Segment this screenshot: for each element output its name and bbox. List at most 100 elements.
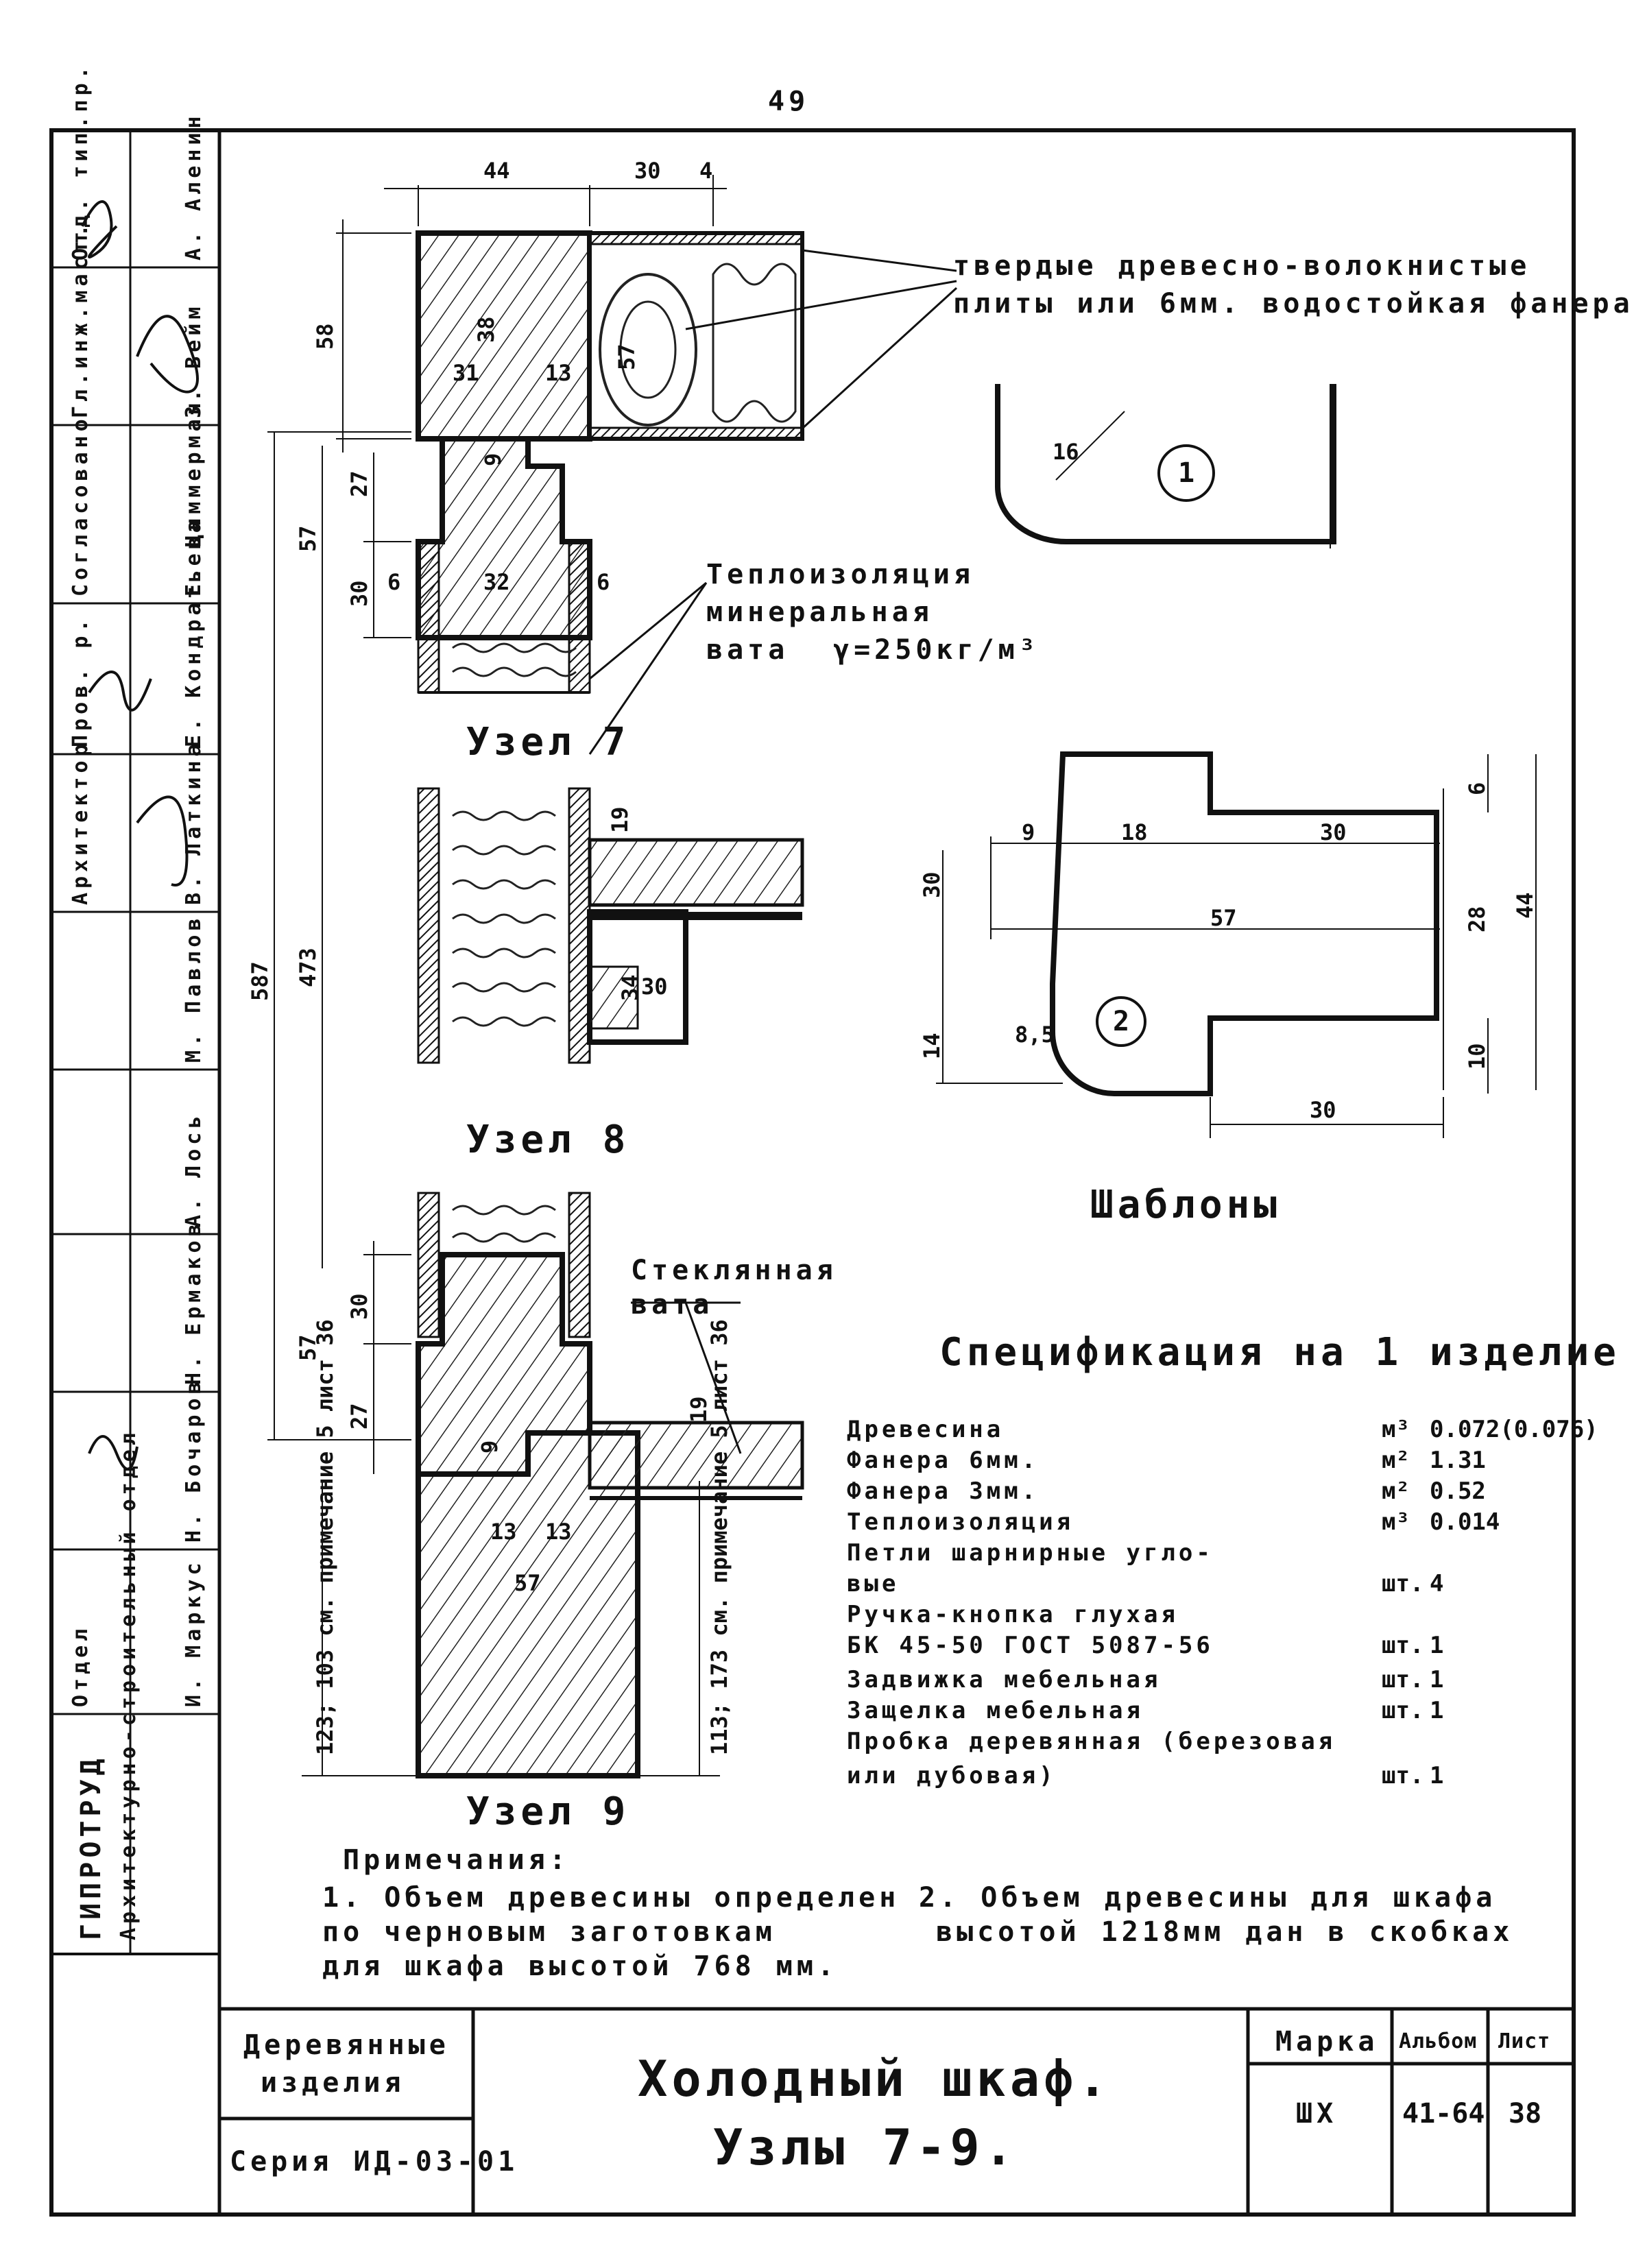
strip-name-1: А. Аленин: [182, 112, 206, 261]
title-block-lines: [219, 2007, 1574, 2215]
stamp-sheet-value: 38: [1509, 2098, 1542, 2130]
strip-name-10: И. Маркус: [182, 1558, 206, 1707]
spec-row: Пробка деревянная (березовая: [847, 1728, 1336, 1755]
dim-n9-13b: 13: [545, 1519, 572, 1545]
dim-n8-19: 19: [607, 806, 633, 833]
dim-t2-9: 9: [1022, 819, 1035, 845]
note-2-line-1: 2. Объем древесины для шкафа: [919, 1882, 1497, 1914]
dim-n9-right-note: 113; 173 см. примечание 5 лист 36: [706, 1319, 732, 1755]
node9-label: Узел 9: [466, 1789, 630, 1834]
glass-wool-callout-1: Стеклянная: [631, 1255, 837, 1286]
signature-scribbles: [81, 200, 199, 1471]
strip-name-9: Н. Бочаров: [182, 1377, 206, 1543]
strip-role-2: Гл.инж.маст.: [69, 220, 93, 418]
node9-section: [302, 1192, 804, 1778]
dim-t2-30a: 30: [1320, 819, 1347, 845]
note-2-line-2: высотой 1218мм дан в скобках: [936, 1916, 1514, 1948]
dim-n8-34: 34: [617, 974, 643, 1001]
dim-n7-13: 13: [545, 360, 572, 386]
node7-label: Узел 7: [466, 720, 630, 764]
dim-n7-58: 58: [312, 323, 338, 350]
dim-n9-13a: 13: [490, 1519, 517, 1545]
strip-name-6: М. Павлов: [182, 914, 206, 1063]
stamp-mark-value: ШХ: [1296, 2098, 1338, 2130]
dim-n7-38: 38: [473, 316, 499, 343]
dim-t2-44: 44: [1512, 892, 1538, 919]
dim-n7-30b: 30: [346, 580, 372, 607]
dim-n7-44: 44: [483, 158, 510, 184]
dim-n7-30: 30: [634, 158, 661, 184]
dim-n7-31: 31: [453, 360, 479, 386]
stamp-sheet-label: Лист: [1498, 2029, 1551, 2053]
outer-frame: [49, 128, 1576, 2217]
dim-n7-4: 4: [699, 158, 713, 184]
stamp-album-value: 41-64: [1402, 2098, 1485, 2130]
template-1-mark: 1: [1178, 457, 1195, 489]
strip-role-6: Отдел: [69, 1624, 93, 1707]
node7-section: [336, 175, 804, 694]
page-number: 49: [768, 86, 810, 117]
dim-n9-27: 27: [346, 1403, 372, 1429]
insulation-callout-1: Теплоизоляция: [706, 559, 975, 590]
dim-n9-57b: 57: [514, 1570, 541, 1596]
insulation-callout-2: минеральная: [706, 596, 933, 628]
dim-n7-32: 32: [483, 569, 510, 595]
dim-n7-57b: 57: [614, 343, 640, 370]
dim-t2-30b: 30: [919, 871, 945, 898]
spec-row: Ручка-кнопка глухая: [847, 1601, 1179, 1628]
stamp-mark-label: Марка: [1275, 2026, 1379, 2058]
notes-heading: Примечания:: [343, 1844, 570, 1876]
dim-n7-6a: 6: [387, 569, 401, 595]
dim-n9-9: 9: [477, 1440, 503, 1453]
insulation-density: γ=250кг/м³: [833, 634, 1040, 666]
dim-t2-28: 28: [1464, 906, 1490, 932]
dim-n7-27: 27: [346, 470, 372, 497]
stamp-album-label: Альбом: [1399, 2029, 1478, 2053]
dim-t2-14: 14: [919, 1033, 945, 1059]
spec-row: Петли шарнирные угло-: [847, 1539, 1214, 1567]
strip-name-8: Н. Ермаков: [182, 1220, 206, 1385]
strip-role-4: Пров. р.: [69, 615, 93, 748]
dim-n8-30: 30: [641, 974, 668, 1000]
templates-title: Шаблоны: [1090, 1183, 1282, 1227]
dim-n7-57: 57: [295, 525, 321, 552]
strip-name-5: В. Латкина: [182, 740, 206, 905]
stamp-title-2: Узлы 7-9.: [713, 2119, 1018, 2176]
stamp-series: Серия ИД-03-01: [230, 2146, 519, 2177]
hardboard-callout-1: твердые древесно-волокнистые: [953, 250, 1531, 282]
hardboard-callout-2: плиты или 6мм. водостойкая фанера: [953, 288, 1634, 319]
strip-name-7: А. Лось: [182, 1111, 206, 1227]
node8-label: Узел 8: [466, 1118, 630, 1162]
stamp-title-1: Холодный шкаф.: [638, 2050, 1112, 2108]
glass-wool-callout-2: вата: [631, 1289, 714, 1320]
template-2-radius: 8,5: [1015, 1022, 1055, 1048]
dim-total-587: 587: [247, 961, 273, 1001]
strip-name-4: Е. Кондратьева: [182, 516, 206, 747]
dim-t2-10: 10: [1464, 1043, 1490, 1070]
spec-row: или дубовая)шт.1: [847, 1762, 1444, 1789]
node8-section: [417, 787, 804, 1064]
insulation-callout-3: вата: [706, 634, 789, 666]
strip-organization-2: ГИПРОТРУД: [75, 1754, 107, 1940]
dim-t2-6: 6: [1464, 782, 1490, 795]
overall-dimensions: [267, 431, 411, 1440]
dim-n9-30: 30: [346, 1293, 372, 1320]
left-strip-rows: [51, 266, 219, 1715]
note-1-line-2: по черновым заготовкам: [322, 1916, 776, 1948]
strip-organization: Архитектурно-строительный отдел: [117, 1429, 141, 1940]
dim-n9-left-note: 123; 103 см. примечание 5 лист 36: [312, 1319, 338, 1755]
template-2: [936, 751, 1537, 1138]
strip-role-3: Согласовано: [69, 415, 93, 596]
template-2-mark: 2: [1113, 1006, 1130, 1037]
dim-t2-57: 57: [1210, 905, 1237, 931]
stamp-product-type-2: изделия: [261, 2067, 405, 2099]
